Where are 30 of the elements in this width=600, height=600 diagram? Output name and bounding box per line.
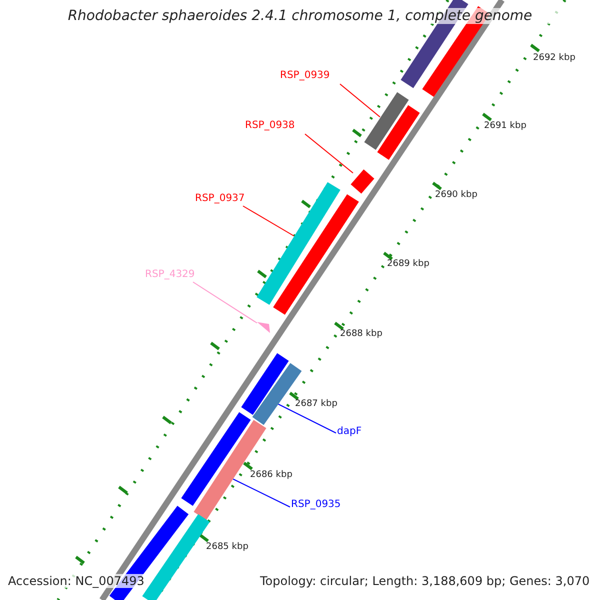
leader-line [232, 478, 290, 508]
gene-bar [350, 169, 374, 194]
leader-line [192, 282, 258, 324]
scale-label: 2687 kbp [295, 399, 338, 409]
leader-line [340, 84, 380, 118]
gene-label: RSP_0937 [195, 193, 245, 204]
gene-bar [241, 353, 289, 415]
gene-label: RSP_0939 [280, 70, 330, 81]
scale-label: 2690 kbp [435, 190, 478, 200]
gene-bar [273, 194, 359, 315]
leader-line [278, 404, 336, 434]
gene-bar [377, 105, 420, 160]
gene-label: RSP_0938 [245, 120, 295, 131]
gene-label: RSP_0935 [291, 499, 341, 510]
gene-label: RSP_4329 [145, 269, 195, 280]
info-text: Accession: NC_007493 [8, 574, 144, 588]
gene-bar [181, 412, 251, 506]
scale-label: 2686 kbp [250, 470, 292, 480]
scale-label: 2688 kbp [340, 329, 382, 339]
gene-label: dapF [337, 426, 362, 437]
gene-bar [256, 182, 340, 305]
scale-label: 2692 kbp [533, 53, 576, 63]
gene-bar [364, 92, 409, 150]
gene-marker [257, 322, 270, 333]
info-text: Topology: circular; Length: 3,188,609 bp; Genes: 3,070 [260, 574, 590, 588]
scale-label: 2689 kbp [387, 259, 430, 269]
leader-line [304, 134, 354, 174]
scale-label: 2691 kbp [484, 121, 526, 131]
leader-line [242, 206, 294, 236]
scale-label: 2685 kbp [206, 542, 248, 552]
